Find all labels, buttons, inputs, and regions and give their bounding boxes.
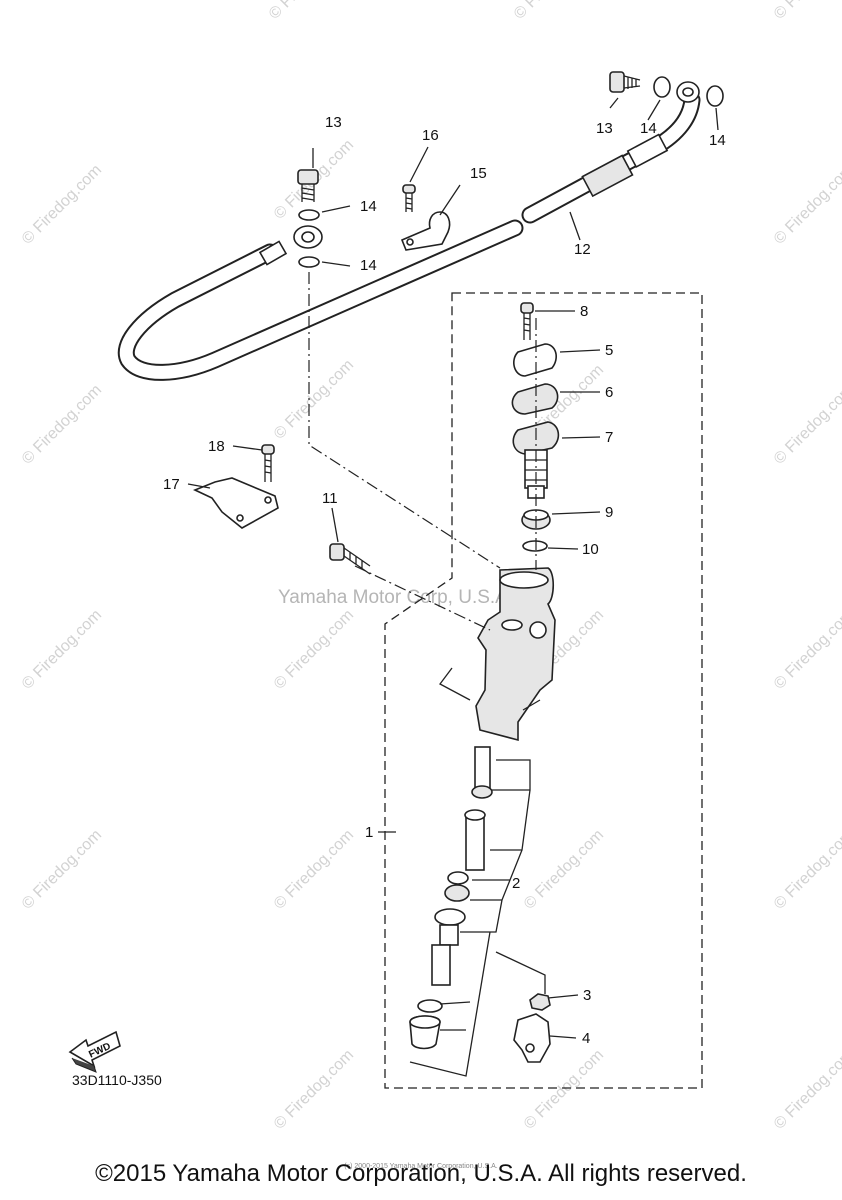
- callout-4: 4: [582, 1030, 590, 1047]
- brake-hose: [117, 81, 701, 381]
- union-bolt-13-right: [609, 71, 641, 93]
- watermark: © Firedog.com: [266, 0, 352, 23]
- watermark: © Firedog.com: [771, 381, 842, 467]
- watermark: © Firedog.com: [271, 606, 357, 692]
- callout-6: 6: [605, 384, 613, 401]
- watermark: © Firedog.com: [771, 606, 842, 692]
- washer-14d: [706, 85, 724, 107]
- hose-clamp-15: [400, 211, 451, 251]
- watermark: © Firedog.com: [271, 1046, 357, 1132]
- callout-11: 11: [322, 490, 338, 507]
- callout-2: 2: [512, 875, 520, 892]
- callout-3: 3: [583, 987, 591, 1004]
- watermark: © Firedog.com: [771, 161, 842, 247]
- nut-3: [529, 993, 551, 1011]
- master-cylinder-body: [475, 567, 556, 742]
- cap-5: [513, 343, 557, 377]
- callout-10: 10: [582, 541, 599, 558]
- union-bolt-13-top: [297, 169, 319, 202]
- diagram-code: 33D1110-J350: [72, 1072, 162, 1088]
- piston-kit-2: [409, 746, 493, 1050]
- watermark: © Firedog.com: [19, 606, 105, 692]
- watermark: © Firedog.com: [511, 0, 597, 23]
- watermark: © Firedog.com: [521, 826, 607, 912]
- callout-7: 7: [605, 429, 613, 446]
- screw-8: [520, 302, 534, 340]
- fine-print: (c) 2000-2015 Yamaha Motor Corporation, …: [344, 1163, 498, 1170]
- callout-1: 1: [365, 824, 373, 841]
- bracket-17: [192, 477, 279, 529]
- callout-15: 15: [470, 165, 487, 182]
- callout-17: 17: [163, 476, 180, 493]
- callout-18: 18: [208, 438, 225, 455]
- upper-assembly-box: [384, 292, 703, 1089]
- watermark: © Firedog.com: [771, 0, 842, 23]
- watermark: © Firedog.com: [19, 161, 105, 247]
- callout-14: 14: [640, 120, 657, 137]
- watermark: © Firedog.com: [271, 356, 357, 442]
- center-watermark: Yamaha Motor Corp, U.S.A.: [278, 587, 513, 608]
- callout-8: 8: [580, 303, 588, 320]
- washer-14c: [653, 76, 671, 98]
- bolt-11: [329, 543, 371, 575]
- watermark: © Firedog.com: [771, 826, 842, 912]
- callout-14: 14: [709, 132, 726, 149]
- copyright-notice: ©2015 Yamaha Motor Corporation, U.S.A. A…: [95, 1160, 747, 1187]
- callout-13: 13: [325, 114, 342, 131]
- callout-13: 13: [596, 120, 613, 137]
- watermark: © Firedog.com: [271, 826, 357, 912]
- watermark: © Firedog.com: [19, 826, 105, 912]
- circlip-10: [522, 540, 548, 552]
- callouts: 13 13 16 15 14 14 14 14 12 8 5 6 7 18 17…: [163, 114, 726, 1047]
- callout-9: 9: [605, 504, 613, 521]
- callout-14: 14: [360, 198, 377, 215]
- screw-16: [402, 184, 416, 212]
- watermark: © Firedog.com: [19, 381, 105, 467]
- callout-14: 14: [360, 257, 377, 274]
- callout-16: 16: [422, 127, 439, 144]
- callout-5: 5: [605, 342, 613, 359]
- washer-14a: [298, 209, 320, 221]
- washer-14b: [298, 256, 320, 268]
- watermark-layer: © Firedog.com © Firedog.com © Firedog.co…: [19, 0, 842, 1133]
- plate-6: [511, 383, 559, 415]
- leader-lines: [187, 97, 719, 1077]
- fwd-arrow: FWD: [68, 1030, 121, 1073]
- callout-12: 12: [574, 241, 591, 258]
- watermark: © Firedog.com: [771, 1046, 842, 1132]
- clevis-4: [513, 1013, 551, 1063]
- screw-18: [261, 444, 275, 482]
